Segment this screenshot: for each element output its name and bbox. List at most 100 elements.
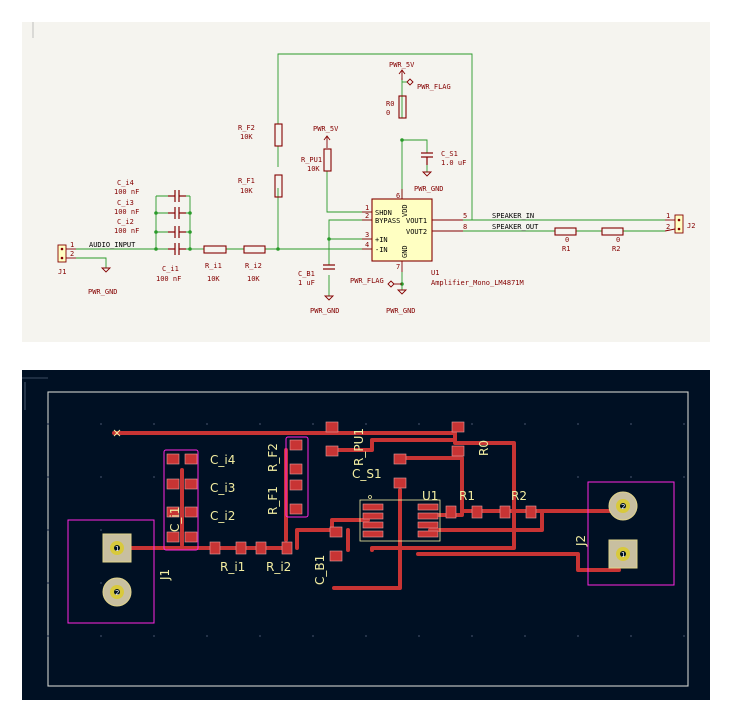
r-i2-ref: R_i2 [245, 262, 262, 270]
gnd-symbol-cb1: PWR_GND [310, 295, 340, 315]
resistor-r0[interactable] [398, 95, 407, 119]
j1-footprint[interactable]: 1 2 [102, 533, 132, 607]
amplifier-u1[interactable] [362, 189, 463, 272]
r-i2-value: 10K [247, 275, 260, 283]
capacitor-c-i4[interactable] [168, 190, 186, 202]
r-pu1-pad-b[interactable] [325, 445, 339, 457]
pcb-u1-label: U1 [422, 489, 438, 503]
pcb-c-i4-label: C_i4 [210, 453, 235, 467]
u1-pin-number-3: 3 [365, 231, 369, 239]
u1-pad-6[interactable] [417, 521, 439, 529]
r-i1-ref: R_i1 [205, 262, 222, 270]
r-f2-value: 10K [240, 133, 253, 141]
c-i1-pad-b[interactable] [184, 531, 198, 543]
u1-pad-7[interactable] [417, 512, 439, 520]
junction-dot [154, 247, 158, 251]
u1-pad-8[interactable] [417, 503, 439, 511]
pcb-j2-label: J2 [574, 535, 588, 547]
j2-pad-1[interactable] [608, 539, 638, 569]
c-i4-pad-b[interactable] [184, 453, 198, 465]
origin-marker-icon [113, 429, 121, 437]
r2-pad-b[interactable] [525, 505, 537, 519]
courtyards [67, 436, 675, 624]
net-label-speaker-in: SPEAKER_IN [492, 212, 534, 220]
r0-pad-a[interactable] [451, 421, 465, 433]
pcb-panel: 1 2 J1 2 1 J2 [22, 370, 710, 700]
u1-pin-number-7: 7 [396, 263, 400, 271]
r-f2-pad-a[interactable] [289, 439, 303, 451]
caps-courtyard [163, 449, 199, 551]
gnd-symbol-j1: PWR_GND [88, 267, 118, 296]
r1-pad-a[interactable] [445, 505, 457, 519]
board-edge-cuts [47, 391, 689, 687]
resistor-r1[interactable] [554, 227, 577, 236]
c-b1-pad-b[interactable] [329, 550, 343, 562]
u1-pad-1[interactable] [362, 503, 384, 511]
u1-pin-bypass: BYPASS [375, 217, 400, 225]
pcb-r-pu1-label: R_PU1 [352, 428, 366, 466]
pcb-canvas: 1 2 J1 2 1 J2 [22, 377, 689, 687]
schematic-canvas: 1 2 J1 AUDIO_INPUT PWR_GND C_i4 100 nF C… [32, 22, 695, 315]
resistor-r-f1[interactable] [274, 174, 283, 198]
schematic-panel: 1 2 J1 AUDIO_INPUT PWR_GND C_i4 100 nF C… [22, 22, 710, 342]
capacitor-c-b1[interactable] [323, 264, 335, 270]
r2-value: 0 [616, 236, 620, 244]
resistor-r-pu1[interactable] [323, 148, 332, 172]
capacitor-c-i3[interactable] [168, 207, 186, 219]
c-i4-pad-a[interactable] [166, 453, 180, 465]
junction-dot [400, 138, 404, 142]
capacitor-c-i1[interactable] [168, 243, 186, 255]
wire-vdd [401, 139, 428, 199]
r1-pad-b[interactable] [471, 505, 483, 519]
c-i1-pad-a[interactable] [166, 531, 180, 543]
r-i1-pad-a[interactable] [209, 541, 221, 555]
c-i3-pad-a[interactable] [166, 478, 180, 490]
r-pu1-ref: R_PU1 [301, 156, 322, 164]
r-pu1-pad-a[interactable] [325, 421, 339, 433]
c-s1-pad-b[interactable] [393, 477, 407, 489]
pwr-5v-left-label: PWR_5V [313, 125, 339, 133]
j2-connector[interactable] [664, 214, 684, 234]
wire-group [76, 53, 665, 296]
pcb-c-i1-label: C_i1 [168, 507, 182, 532]
trace-cs1-gnd [332, 488, 402, 590]
c-i2-pad-a[interactable] [166, 506, 180, 518]
wire-bypass [328, 219, 372, 239]
j2-footprint[interactable]: 2 1 [608, 491, 638, 569]
u1-ref: U1 [431, 269, 439, 277]
u1-value: Amplifier_Mono_LM4871M [431, 279, 524, 287]
c-b1-pad-a[interactable] [329, 526, 343, 538]
capacitor-c-i2[interactable] [168, 226, 186, 238]
u1-pin-number-8: 8 [463, 223, 467, 231]
c-i3-pad-b[interactable] [184, 478, 198, 490]
r-i1-pad-b[interactable] [235, 541, 247, 555]
u1-pad-4[interactable] [362, 530, 384, 538]
resistor-r-i2[interactable] [243, 245, 266, 254]
u1-pad-5[interactable] [417, 530, 439, 538]
r0-value: 0 [386, 109, 390, 117]
u1-pad-3[interactable] [362, 521, 384, 529]
resistor-r-f2[interactable] [274, 123, 283, 147]
r-i2-pad-a[interactable] [255, 541, 267, 555]
r-f1-value: 10K [240, 187, 253, 195]
pcb-r-i2-label: R_i2 [266, 560, 291, 574]
u1-pad-2[interactable] [362, 512, 384, 520]
r-f2-pad-b[interactable] [289, 463, 303, 475]
c-i2-pad-b[interactable] [184, 506, 198, 518]
r-f1-pad-b[interactable] [289, 503, 303, 515]
c-s1-pad-a[interactable] [393, 453, 407, 465]
j1-connector[interactable]: 1 2 J1 [57, 241, 76, 276]
c-i4-value: 100 nF [114, 188, 139, 196]
resistor-r2[interactable] [601, 227, 624, 236]
capacitor-c-s1[interactable] [421, 152, 433, 165]
junctions [154, 138, 404, 286]
r-f1-pad-a[interactable] [289, 479, 303, 491]
rf-courtyard [285, 436, 309, 518]
r-i2-pad-b[interactable] [281, 541, 293, 555]
gnd-label-j1: PWR_GND [88, 288, 118, 296]
junction-dot [188, 247, 192, 251]
r2-pad-a[interactable] [499, 505, 511, 519]
resistor-r-i1[interactable] [203, 245, 227, 254]
j1-courtyard [67, 519, 155, 624]
r0-pad-b[interactable] [451, 445, 465, 457]
